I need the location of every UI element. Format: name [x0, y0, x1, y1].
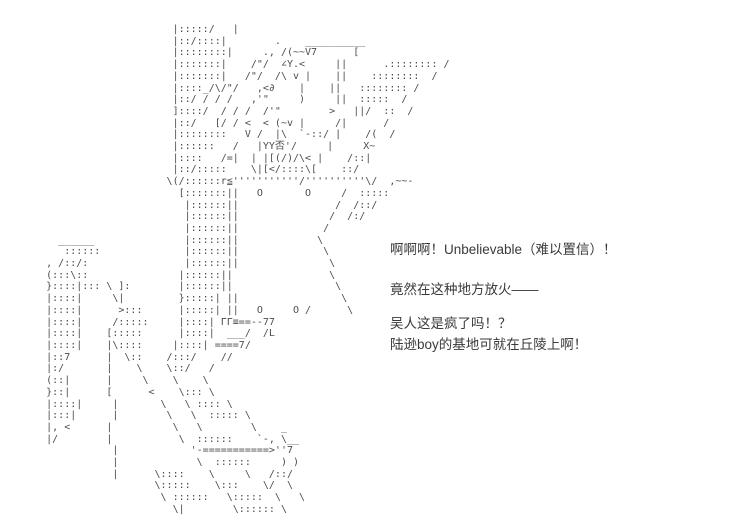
dialog-line-3: 吴人这是疯了吗！？ — [390, 316, 512, 331]
dialog-line-2: 竟然在这种地方放火—— — [390, 282, 539, 297]
dialog-line-4: 陆逊boy的基地可就在丘陵上啊！ — [390, 337, 588, 352]
ascii-art-character: |:::::/ | |::/::::| . __________ |::::::… — [46, 24, 450, 515]
dialog-line-1: 啊啊啊！Unbelievable（难以置信）！ — [390, 242, 617, 257]
dialog-text-block: 啊啊啊！Unbelievable（难以置信）！ 竟然在这种地方放火—— 吴人这是… — [390, 242, 720, 352]
